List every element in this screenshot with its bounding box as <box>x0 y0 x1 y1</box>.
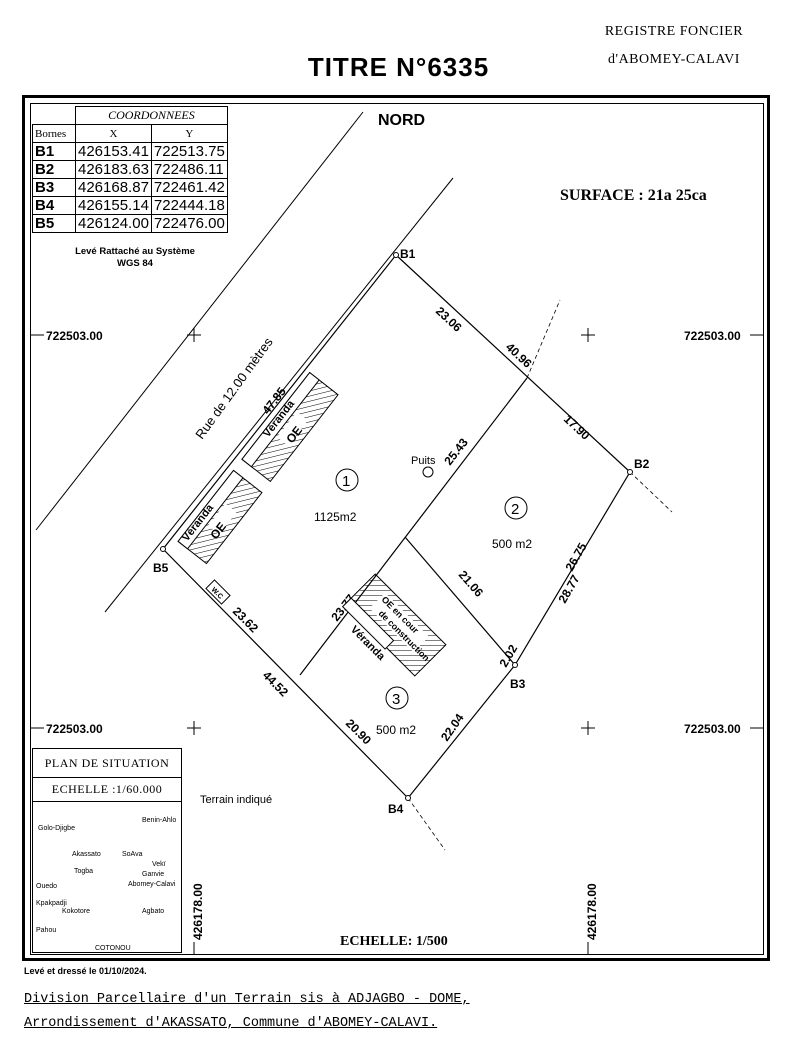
extension-lines <box>407 299 673 851</box>
table-head-bornes: Bornes <box>32 124 76 143</box>
situation-title: PLAN DE SITUATION <box>33 749 181 778</box>
situation-plan: PLAN DE SITUATION ECHELLE :1/60.000 <box>32 748 182 953</box>
borne-markers <box>160 252 633 801</box>
drawn-date: Levé et dressé le 01/10/2024. <box>24 966 147 976</box>
road-label: Rue de 12.00 mètres <box>192 334 276 441</box>
row-borne: B3 <box>32 178 76 197</box>
division-lot2-lot3 <box>404 536 516 666</box>
table-head-x: X <box>75 124 152 143</box>
lot-2-number: 2 <box>511 501 519 518</box>
lot-1-area: 1125m2 <box>314 510 357 524</box>
grid-label-x-left: 426178.00 <box>191 883 205 940</box>
lot-3-area: 500 m2 <box>376 723 416 737</box>
dim-b5-a: 23.62 <box>230 604 261 635</box>
title-number: TITRE N°6335 <box>307 52 490 82</box>
borne-b3: B3 <box>510 677 526 691</box>
table-caption: COORDONNEES <box>75 106 228 125</box>
row-x: 426168.87 <box>75 178 152 197</box>
registry-header: REGISTRE FONCIER d'ABOMEY-CALAVI <box>589 18 759 74</box>
well-marker <box>422 466 434 478</box>
footer-description-1: Division Parcellaire d'un Terrain sis à … <box>24 992 470 1007</box>
dim-b4-right: 22.04 <box>438 711 467 744</box>
wc-building <box>205 579 231 605</box>
dim-b1-top: 23.06 <box>433 304 465 335</box>
table-row: B2 426183.63 722486.11 <box>32 160 228 179</box>
dimensions: 23.06 40.96 17.90 47.85 25.43 26.75 28.7… <box>230 304 593 748</box>
lot-3: 3 500 m2 <box>376 686 416 737</box>
parcel <box>162 254 631 799</box>
lot-2-area: 500 m2 <box>492 537 532 551</box>
borne-b1: B1 <box>400 247 416 261</box>
registry-name: REGISTRE FONCIER <box>604 24 744 39</box>
row-borne: B2 <box>32 160 76 179</box>
table-head-y: Y <box>150 124 228 143</box>
dim-inner-2: 21.06 <box>456 568 486 600</box>
road <box>35 111 454 613</box>
situation-scale: ECHELLE :1/60.000 <box>33 777 181 802</box>
grid-label-right-bottom: 722503.00 <box>684 722 741 736</box>
borne-b2: B2 <box>634 457 650 471</box>
grid-label-left-top: 722503.00 <box>46 329 103 343</box>
table-row: B1 426153.41 722513.75 <box>32 142 228 161</box>
row-borne: B1 <box>32 142 76 161</box>
row-y: 722461.42 <box>150 178 228 197</box>
table-row: B4 426155.14 722444.18 <box>32 196 228 215</box>
lot-1: 1 1125m2 <box>314 468 359 524</box>
row-x: 426183.63 <box>75 160 152 179</box>
division-lot2-top <box>299 377 528 676</box>
footer-description-2: Arrondissement d'AKASSATO, Commune d'ABO… <box>24 1016 438 1031</box>
dim-b5-b: 44.52 <box>260 668 291 699</box>
road-edge-upper <box>35 111 364 531</box>
row-y: 722476.00 <box>150 214 228 233</box>
row-borne: B4 <box>32 196 76 215</box>
coordinates-table: COORDONNEES Bornes X Y B1 426153.41 7225… <box>32 106 228 233</box>
parcel-boundary <box>162 254 631 799</box>
row-borne: B5 <box>32 214 76 233</box>
dim-inner-1: 25.43 <box>441 435 471 468</box>
dim-b4-left: 20.90 <box>343 716 374 747</box>
grid-label-left-bottom: 722503.00 <box>46 722 103 736</box>
surface-label: SURFACE : 21a 25ca <box>560 187 707 204</box>
dim-b2-b3-b: 28.77 <box>555 572 582 605</box>
survey-note-line1: Levé Rattaché au Système <box>75 246 195 257</box>
well-label: Puits <box>411 455 436 467</box>
table-row: B3 426168.87 722461.42 <box>32 178 228 197</box>
table-row: B5 426124.00 722476.00 <box>32 214 228 233</box>
row-x: 426155.14 <box>75 196 152 215</box>
borne-b4: B4 <box>388 802 404 816</box>
dim-b2-b3-a: 26.75 <box>562 540 589 573</box>
road-edge-lower <box>104 177 454 613</box>
building-left <box>177 469 263 565</box>
grid-label-right-top: 722503.00 <box>684 329 741 343</box>
lot-1-number: 1 <box>342 473 350 490</box>
dim-right-upper: 17.90 <box>561 412 593 443</box>
row-y: 722444.18 <box>150 196 228 215</box>
lot-3-number: 3 <box>392 691 400 708</box>
survey-note-line2: WGS 84 <box>117 258 153 269</box>
row-x: 426153.41 <box>75 142 152 161</box>
row-y: 722486.11 <box>150 160 228 179</box>
survey-system-note: Levé Rattaché au Système WGS 84 <box>35 246 235 270</box>
row-x: 426124.00 <box>75 214 152 233</box>
north-label: NORD <box>378 112 426 129</box>
grid-crosses <box>30 328 764 955</box>
registry-location: d'ABOMEY-CALAVI <box>608 52 740 67</box>
plan-frame-outer <box>22 95 770 961</box>
lot-2: 2 500 m2 <box>492 496 532 551</box>
plan-frame-inner <box>30 103 764 955</box>
row-y: 722513.75 <box>150 142 228 161</box>
dim-b1-b2: 40.96 <box>503 340 535 371</box>
borne-b5: B5 <box>153 561 169 575</box>
building-top <box>241 371 339 483</box>
building-construction <box>341 573 447 677</box>
grid-label-x-right: 426178.00 <box>585 883 599 940</box>
plan-scale: ECHELLE: 1/500 <box>340 934 448 949</box>
